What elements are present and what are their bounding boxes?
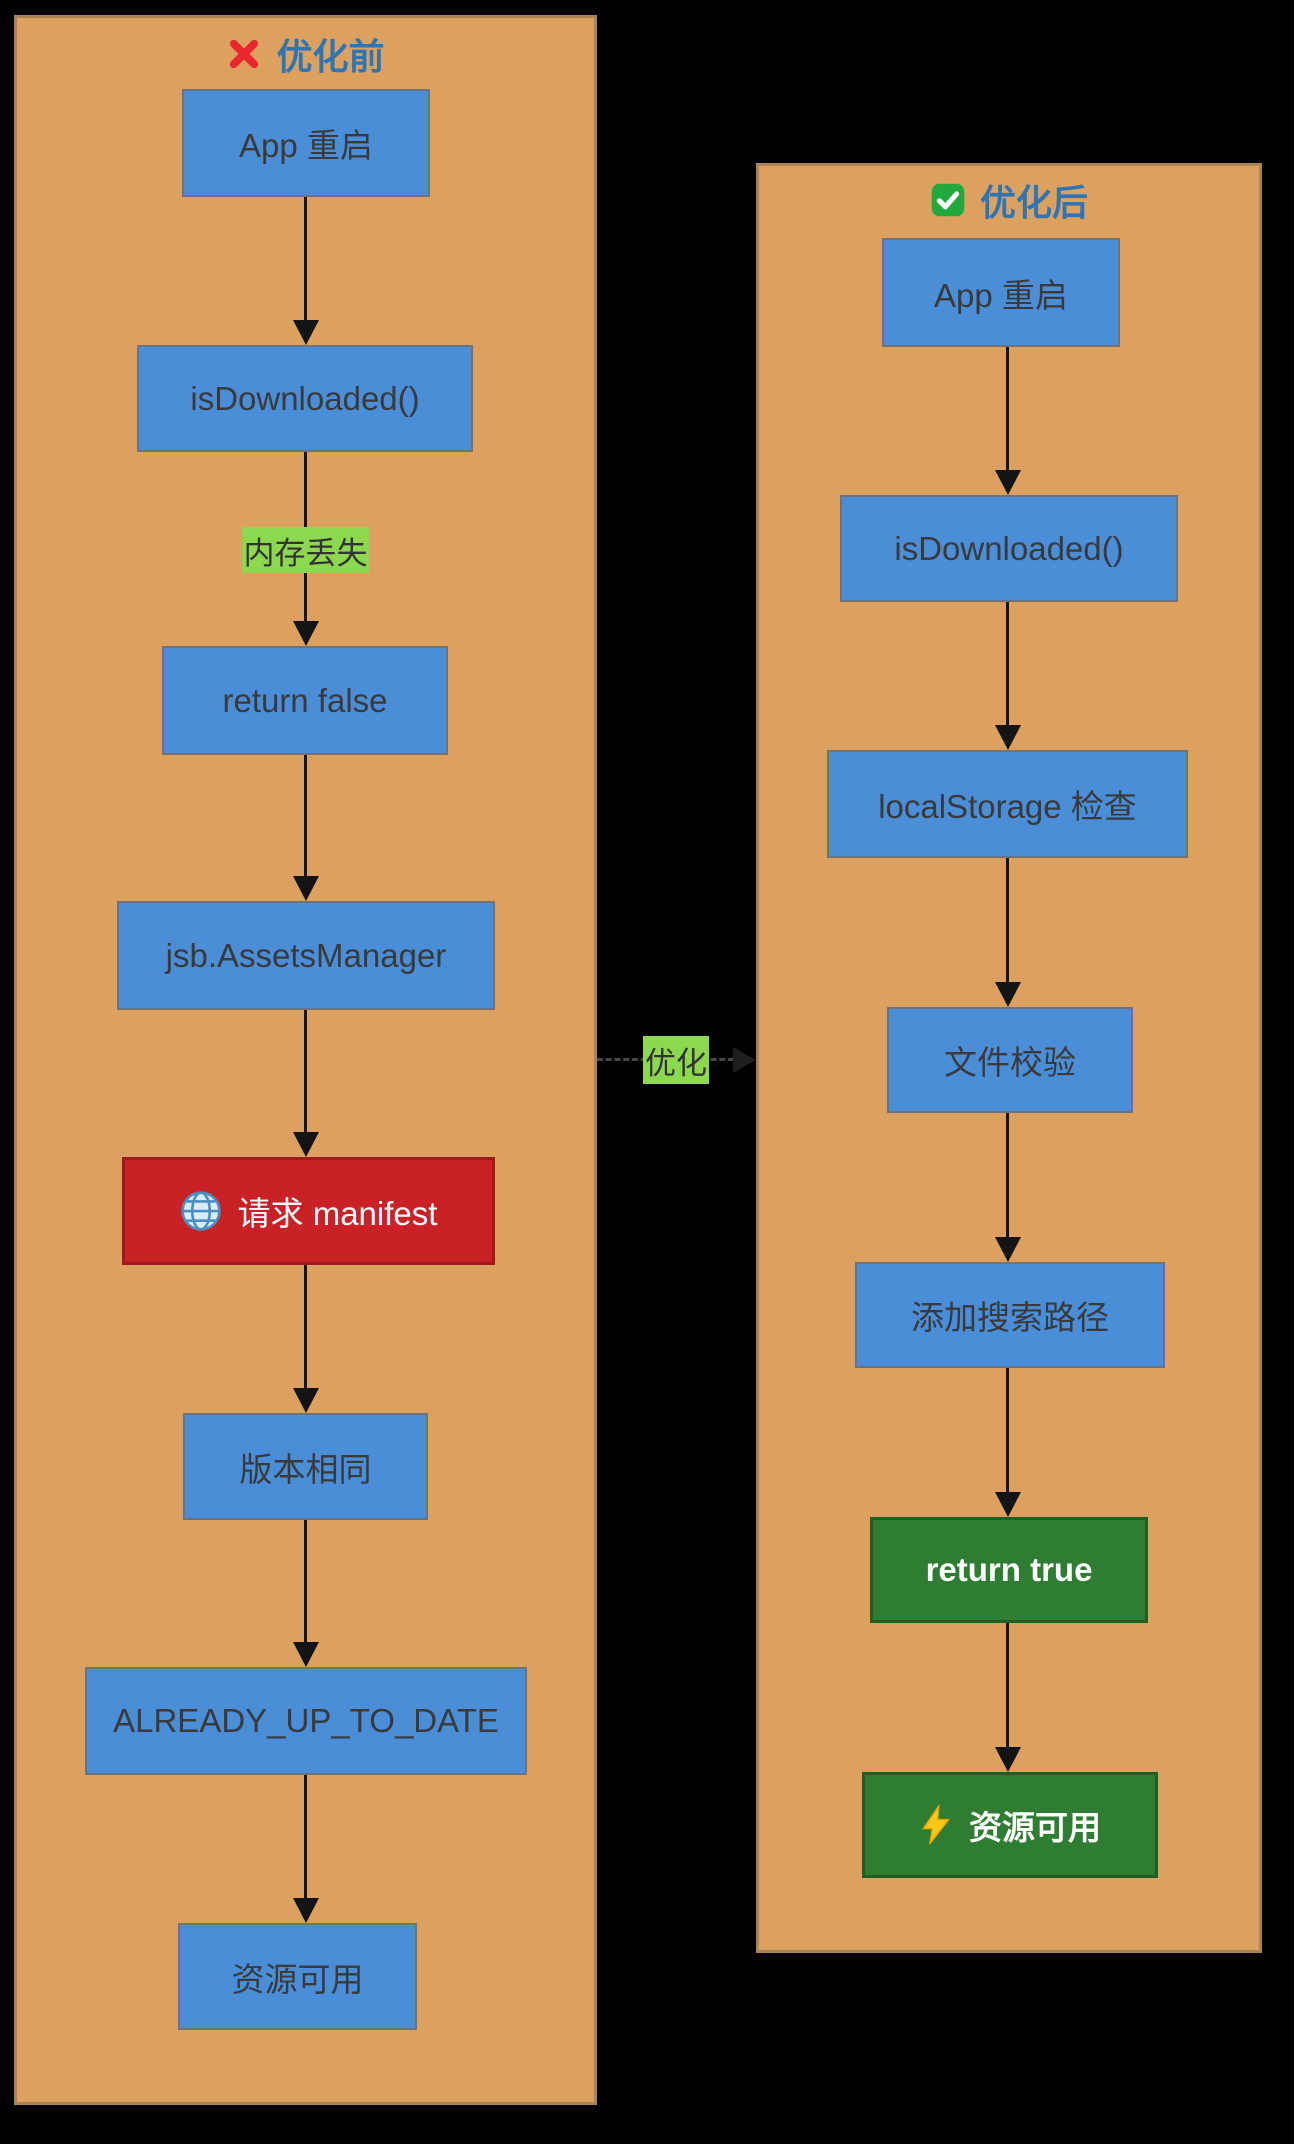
node-resource-available-after: 资源可用 bbox=[862, 1772, 1158, 1878]
node-jsb-assetsmanager: jsb.AssetsManager bbox=[117, 901, 495, 1010]
arrow-connector bbox=[292, 1775, 319, 1923]
edge-label-memory-lost: 内存丢失 bbox=[242, 527, 369, 573]
edge-label-text: 优化 bbox=[645, 1045, 707, 1081]
panel-after-title-text: 优化后 bbox=[979, 182, 1088, 223]
node-return-true: return true bbox=[870, 1517, 1148, 1623]
node-isdownloaded-after: isDownloaded() bbox=[840, 495, 1178, 602]
node-add-search-path: 添加搜索路径 bbox=[855, 1262, 1165, 1368]
node-label: App 重启 bbox=[934, 276, 1068, 314]
arrow-connector bbox=[292, 755, 319, 901]
node-label: isDownloaded() bbox=[894, 529, 1124, 567]
node-label: isDownloaded() bbox=[190, 379, 420, 417]
node-label: 资源可用 bbox=[231, 1960, 364, 1998]
check-mark-icon bbox=[930, 182, 966, 218]
arrow-connector bbox=[994, 858, 1021, 1007]
arrow-connector bbox=[994, 1623, 1021, 1772]
node-label: 请求 manifest bbox=[237, 1195, 438, 1232]
node-label: 添加搜索路径 bbox=[911, 1299, 1109, 1336]
panel-after-title: 优化后 bbox=[759, 174, 1259, 226]
node-label: jsb.AssetsManager bbox=[165, 936, 447, 974]
arrow-connector bbox=[994, 602, 1021, 750]
node-same-version: 版本相同 bbox=[183, 1413, 428, 1520]
optimize-arrowhead bbox=[733, 1047, 756, 1073]
node-label: 资源可用 bbox=[969, 1809, 1101, 1846]
globe-icon bbox=[180, 1190, 222, 1232]
lightning-icon bbox=[919, 1805, 953, 1845]
arrow-connector bbox=[994, 347, 1021, 495]
panel-before-title-text: 优化前 bbox=[276, 36, 385, 77]
node-return-false: return false bbox=[162, 646, 448, 755]
edge-label-optimize: 优化 bbox=[643, 1036, 709, 1084]
node-file-verification: 文件校验 bbox=[887, 1007, 1133, 1113]
arrow-connector bbox=[292, 197, 319, 345]
edge-label-text: 内存丢失 bbox=[243, 535, 368, 571]
node-label: localStorage 检查 bbox=[878, 788, 1137, 825]
node-label: 版本相同 bbox=[239, 1450, 372, 1488]
arrow-connector bbox=[994, 1368, 1021, 1517]
node-isdownloaded-before: isDownloaded() bbox=[137, 345, 473, 452]
node-app-restart-after: App 重启 bbox=[882, 238, 1120, 347]
node-resource-available-before: 资源可用 bbox=[178, 1923, 417, 2030]
node-label: 文件校验 bbox=[944, 1044, 1076, 1081]
node-localstorage-check: localStorage 检查 bbox=[827, 750, 1188, 858]
node-request-manifest: 请求 manifest bbox=[122, 1157, 495, 1265]
node-label: return false bbox=[222, 681, 388, 719]
arrow-connector bbox=[292, 1520, 319, 1667]
node-label: ALREADY_UP_TO_DATE bbox=[113, 1702, 499, 1739]
arrow-connector bbox=[292, 1265, 319, 1413]
node-app-restart-before: App 重启 bbox=[182, 89, 430, 197]
cross-mark-icon bbox=[226, 36, 262, 72]
arrow-connector bbox=[994, 1113, 1021, 1262]
node-already-up-to-date: ALREADY_UP_TO_DATE bbox=[85, 1667, 527, 1775]
panel-before-title: 优化前 bbox=[17, 28, 594, 80]
arrow-connector bbox=[292, 1010, 319, 1157]
node-label: return true bbox=[925, 1551, 1093, 1588]
node-label: App 重启 bbox=[239, 127, 373, 164]
